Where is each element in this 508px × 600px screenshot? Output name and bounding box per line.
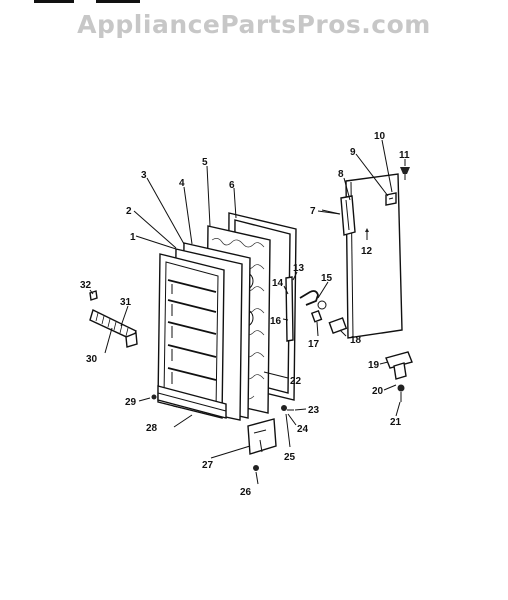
callout-10: 10 — [374, 131, 386, 142]
top-border-mark-left — [34, 0, 74, 3]
callout-20: 20 — [372, 386, 384, 397]
callout-17: 17 — [308, 339, 320, 350]
top-border-mark-right — [96, 0, 140, 3]
callout-16: 16 — [270, 316, 282, 327]
hinge-bracket-upper — [321, 195, 356, 236]
callout-labels: 1 2 3 4 5 6 7 8 9 10 11 12 13 14 15 16 1… — [80, 131, 410, 498]
callout-26: 26 — [240, 487, 252, 498]
callout-22: 22 — [290, 376, 302, 387]
callout-9: 9 — [350, 147, 356, 158]
callout-29: 29 — [125, 397, 137, 408]
callout-12: 12 — [361, 246, 373, 257]
screw-11 — [400, 167, 410, 180]
callout-15: 15 — [321, 273, 333, 284]
callout-7: 7 — [310, 206, 316, 217]
callout-32: 32 — [80, 280, 92, 291]
callout-18: 18 — [350, 335, 362, 346]
callout-30: 30 — [86, 354, 98, 365]
watermark: AppliancePartsPros.com — [77, 10, 431, 39]
callout-8: 8 — [338, 169, 344, 180]
callout-21: 21 — [390, 417, 402, 428]
callout-11: 11 — [399, 150, 410, 161]
leader-lines — [89, 139, 406, 485]
callout-13: 13 — [293, 263, 305, 274]
bottom-trim — [157, 385, 227, 419]
callout-28: 28 — [146, 423, 158, 434]
callout-24: 24 — [297, 424, 309, 435]
callout-25: 25 — [284, 452, 296, 463]
exterior-door-panel — [345, 173, 403, 339]
callout-23: 23 — [308, 405, 320, 416]
callout-14: 14 — [272, 278, 284, 289]
hinge-bracket-lower — [385, 351, 413, 402]
callout-2: 2 — [126, 206, 132, 217]
inner-door-liner — [157, 253, 225, 419]
callout-4: 4 — [179, 178, 185, 189]
kick-plate — [247, 418, 277, 471]
callout-27: 27 — [202, 460, 214, 471]
screw-29 — [138, 394, 157, 402]
callout-1: 1 — [130, 232, 136, 243]
callout-31: 31 — [120, 297, 132, 308]
callout-19: 19 — [368, 360, 380, 371]
callout-5: 5 — [202, 157, 208, 168]
callout-6: 6 — [229, 180, 235, 191]
pin-12-head — [365, 228, 369, 232]
callout-3: 3 — [141, 170, 147, 181]
